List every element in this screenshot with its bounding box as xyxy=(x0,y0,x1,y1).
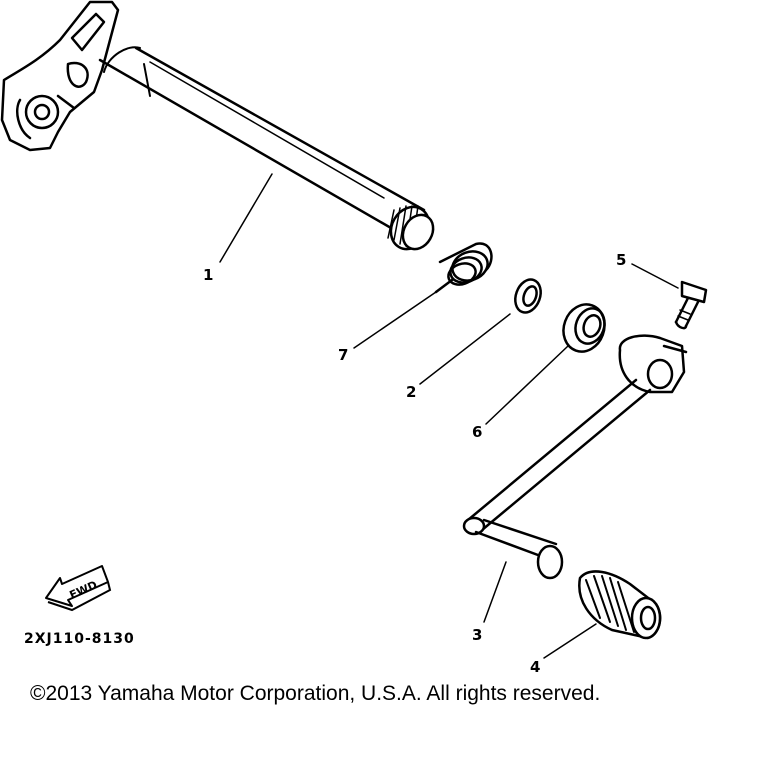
copyright-notice: ©2013 Yamaha Motor Corporation, U.S.A. A… xyxy=(30,682,601,705)
callout-2: 2 xyxy=(406,383,416,401)
callout-3: 3 xyxy=(472,626,482,644)
callout-7: 7 xyxy=(338,346,348,364)
leader-line-3 xyxy=(483,561,507,623)
leader-line-5 xyxy=(631,263,679,289)
leader-line-6 xyxy=(485,345,569,425)
shift-shaft-part-1 xyxy=(0,0,435,251)
bolt-part-5 xyxy=(674,280,708,330)
shift-pedal-part-3 xyxy=(462,334,688,580)
callout-6: 6 xyxy=(472,423,482,441)
callout-5: 5 xyxy=(616,251,626,269)
leader-line-7 xyxy=(353,291,437,349)
oil-seal-part-6 xyxy=(562,303,606,353)
callout-4: 4 xyxy=(530,658,540,676)
leader-line-4 xyxy=(543,623,597,659)
fwd-arrow-icon: FWD xyxy=(45,565,112,612)
torsion-spring-part-7 xyxy=(434,242,493,294)
circlip-part-2 xyxy=(514,278,542,314)
leader-lines xyxy=(219,173,679,659)
drawing-code: 2XJ110-8130 xyxy=(24,631,135,647)
callout-1: 1 xyxy=(203,266,213,284)
footpeg-rubber-part-4 xyxy=(578,570,662,640)
leader-line-1 xyxy=(219,173,273,263)
leader-line-2 xyxy=(419,313,511,385)
